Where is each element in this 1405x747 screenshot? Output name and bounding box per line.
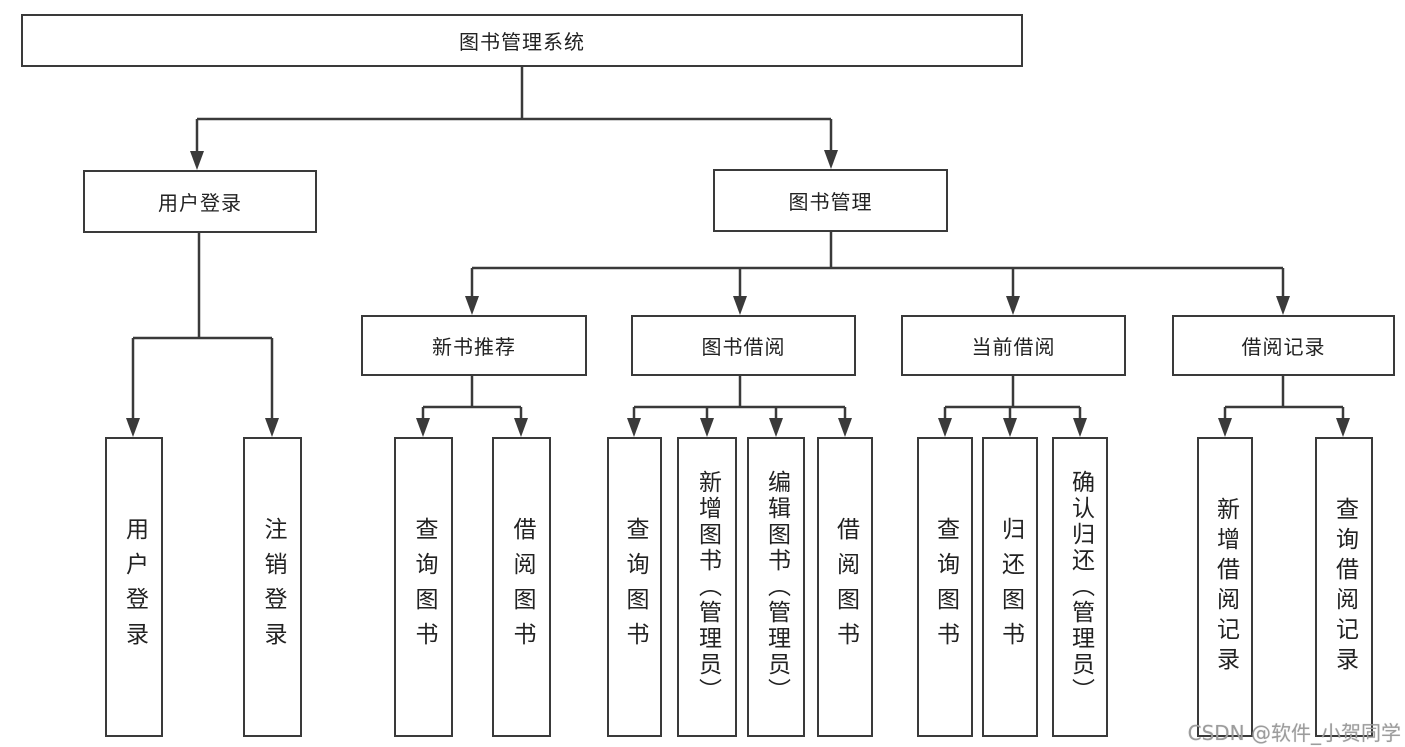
leaf-borrowing-query-books: 查询图书 bbox=[607, 437, 662, 737]
leaf-current-confirm-return-admin-label: 确认归还（管理员） bbox=[1067, 470, 1094, 704]
leaf-records-add-record: 新增借阅记录 bbox=[1197, 437, 1253, 737]
leaf-borrowing-edit-books-admin: 编辑图书（管理员） bbox=[747, 437, 805, 737]
leaf-current-query-books-label: 查询图书 bbox=[932, 517, 959, 657]
node-root-system: 图书管理系统 bbox=[21, 14, 1023, 67]
node-current-borrowing-label: 当前借阅 bbox=[971, 335, 1056, 359]
leaf-borrowing-add-books-admin-label: 新增图书（管理员） bbox=[694, 470, 721, 704]
leaf-borrowing-borrow-books: 借阅图书 bbox=[817, 437, 873, 737]
node-user-login: 用户登录 bbox=[83, 170, 317, 233]
leaf-current-return-books: 归还图书 bbox=[982, 437, 1038, 737]
leaf-logout: 注销登录 bbox=[243, 437, 302, 737]
leaf-newbooks-query-books-label: 查询图书 bbox=[411, 517, 437, 657]
leaf-current-query-books: 查询图书 bbox=[917, 437, 973, 737]
leaf-records-add-record-label: 新增借阅记录 bbox=[1212, 497, 1239, 677]
leaf-user-login-label: 用户登录 bbox=[121, 517, 148, 657]
leaf-records-query-record-label: 查询借阅记录 bbox=[1331, 497, 1358, 677]
leaf-newbooks-query-books: 查询图书 bbox=[394, 437, 453, 737]
leaf-logout-label: 注销登录 bbox=[260, 517, 286, 657]
leaf-user-login: 用户登录 bbox=[105, 437, 163, 737]
leaf-newbooks-borrow-books: 借阅图书 bbox=[492, 437, 551, 737]
leaf-borrowing-query-books-label: 查询图书 bbox=[622, 517, 648, 657]
node-book-management-label: 图书管理 bbox=[788, 190, 873, 214]
leaf-newbooks-borrow-books-label: 借阅图书 bbox=[509, 517, 535, 657]
node-book-borrowing-label: 图书借阅 bbox=[701, 335, 786, 359]
leaf-records-query-record: 查询借阅记录 bbox=[1315, 437, 1373, 737]
leaf-current-return-books-label: 归还图书 bbox=[997, 517, 1024, 657]
node-book-management: 图书管理 bbox=[713, 169, 948, 232]
leaf-borrowing-edit-books-admin-label: 编辑图书（管理员） bbox=[763, 470, 790, 704]
csdn-watermark: CSDN @软件_小贺同学 bbox=[1187, 721, 1401, 745]
leaf-borrowing-add-books-admin: 新增图书（管理员） bbox=[677, 437, 737, 737]
node-current-borrowing: 当前借阅 bbox=[901, 315, 1126, 376]
node-new-book-recommend: 新书推荐 bbox=[361, 315, 587, 376]
leaf-current-confirm-return-admin: 确认归还（管理员） bbox=[1052, 437, 1108, 737]
node-borrowing-records-label: 借阅记录 bbox=[1241, 335, 1326, 359]
leaf-borrowing-borrow-books-label: 借阅图书 bbox=[832, 517, 859, 657]
node-book-borrowing: 图书借阅 bbox=[631, 315, 856, 376]
node-root-label: 图书管理系统 bbox=[459, 30, 585, 54]
node-borrowing-records: 借阅记录 bbox=[1172, 315, 1395, 376]
node-new-book-recommend-label: 新书推荐 bbox=[432, 335, 516, 359]
node-user-login-label: 用户登录 bbox=[158, 191, 242, 215]
